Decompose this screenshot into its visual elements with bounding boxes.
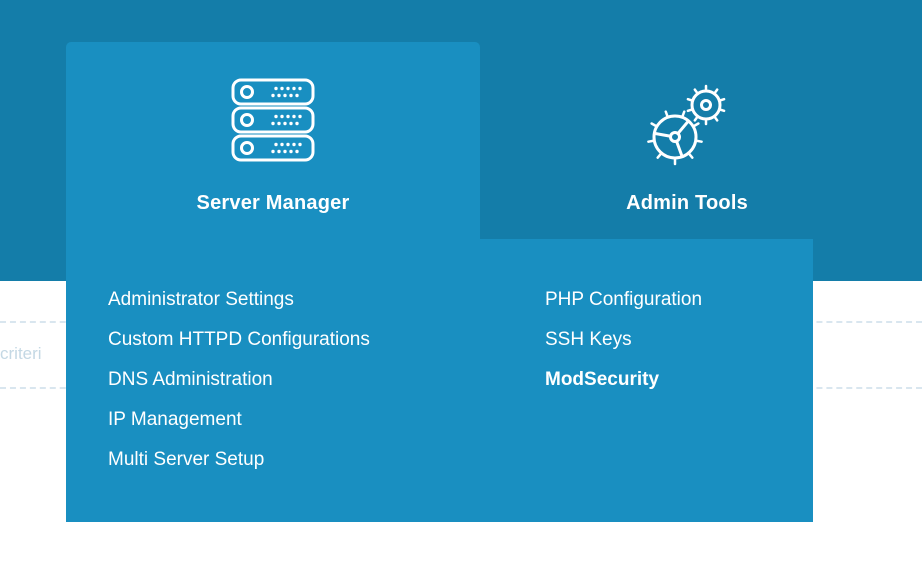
tab-admin-tools[interactable]: Admin Tools bbox=[480, 42, 894, 240]
server-manager-menu-column: Administrator Settings Custom HTTPD Conf… bbox=[108, 280, 370, 480]
gears-icon bbox=[480, 78, 894, 168]
background-text-fragment: criteri bbox=[0, 344, 42, 363]
mega-menu-dropdown: Administrator Settings Custom HTTPD Conf… bbox=[66, 239, 813, 522]
menu-item-multi-server-setup[interactable]: Multi Server Setup bbox=[108, 449, 265, 470]
menu-item-ssh-keys[interactable]: SSH Keys bbox=[545, 329, 632, 350]
admin-tools-menu-column: PHP Configuration SSH Keys ModSecurity bbox=[545, 280, 702, 400]
tab-admin-tools-label: Admin Tools bbox=[626, 192, 748, 214]
menu-item-administrator-settings[interactable]: Administrator Settings bbox=[108, 289, 294, 310]
menu-item-ip-management[interactable]: IP Management bbox=[108, 409, 242, 430]
menu-item-custom-httpd-configurations[interactable]: Custom HTTPD Configurations bbox=[108, 329, 370, 350]
menu-item-php-configuration[interactable]: PHP Configuration bbox=[545, 289, 703, 310]
menu-item-modsecurity[interactable]: ModSecurity bbox=[545, 369, 660, 390]
server-rack-icon bbox=[66, 78, 480, 162]
tab-server-manager-label: Server Manager bbox=[196, 192, 350, 214]
tab-server-manager[interactable]: Server Manager bbox=[66, 42, 480, 240]
menu-item-dns-administration[interactable]: DNS Administration bbox=[108, 369, 273, 390]
